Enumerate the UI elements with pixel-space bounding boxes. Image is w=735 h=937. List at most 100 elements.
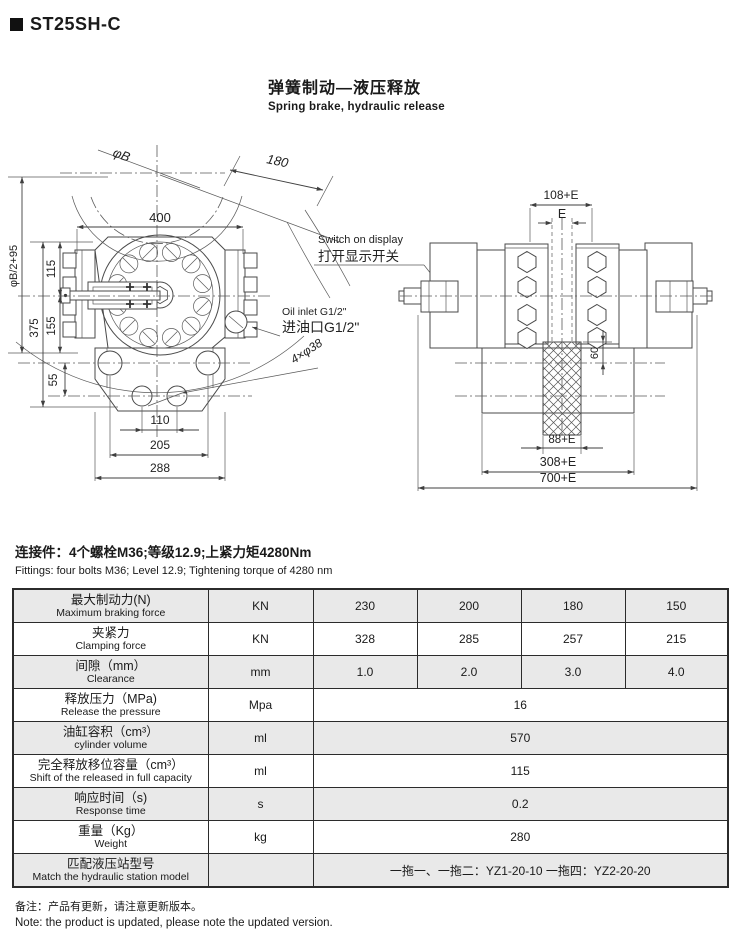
dim-phi-b2-95-label: φB/2+95 bbox=[8, 245, 20, 287]
row-value: 16 bbox=[312, 688, 729, 722]
oil-inlet-label-en: Oil inlet G1/2" bbox=[282, 306, 347, 318]
row-value: 215 bbox=[624, 622, 729, 656]
row-value: 115 bbox=[312, 754, 729, 788]
fittings-note: 连接件：4个螺栓M36;等级12.9;上紧力矩4280Nm Fittings: … bbox=[15, 541, 332, 577]
dim-115: 115 bbox=[46, 241, 63, 296]
oil-inlet-port bbox=[224, 310, 248, 334]
dim-180-label: 180 bbox=[265, 151, 290, 170]
subtitle-cn: 弹簧制动—液压释放 bbox=[268, 80, 422, 97]
dim-400: 400 bbox=[76, 210, 244, 254]
row-value: 257 bbox=[520, 622, 626, 656]
row-label: 完全释放移位容量（cm³）Shift of the released in fu… bbox=[12, 754, 209, 788]
row-value: 0.2 bbox=[312, 787, 729, 821]
row-unit bbox=[207, 853, 314, 888]
dim-phi-b-label: φB bbox=[111, 145, 133, 165]
oil-inlet-label-cn: 进油口G1/2" bbox=[282, 319, 359, 335]
dim-700e: 700+E bbox=[417, 315, 698, 491]
side-view: 108+E E 60 88+ bbox=[398, 188, 714, 491]
dim-110-label: 110 bbox=[150, 413, 169, 427]
row-unit: mm bbox=[207, 655, 314, 689]
row-label: 重量（Kg）Weight bbox=[12, 820, 209, 854]
row-label: 响应时间（s)Response time bbox=[12, 787, 209, 821]
dim-60: 60 bbox=[583, 330, 612, 375]
lever-assembly bbox=[60, 281, 161, 310]
subtitle-block: 弹簧制动—液压释放 Spring brake, hydraulic releas… bbox=[268, 74, 445, 113]
row-unit: ml bbox=[207, 754, 314, 788]
row-value: 285 bbox=[416, 622, 522, 656]
dim-108e: 108+E bbox=[529, 188, 593, 242]
model-title: ST25SH-C bbox=[30, 14, 122, 34]
holes-label: 4×φ38 bbox=[288, 336, 325, 367]
fittings-cn: 连接件：4个螺栓M36;等级12.9;上紧力矩4280Nm bbox=[15, 545, 312, 560]
subtitle-en: Spring brake, hydraulic release bbox=[268, 101, 445, 113]
dim-308e-label: 308+E bbox=[540, 455, 577, 469]
switch-label-cn: 打开显示开关 bbox=[318, 248, 399, 264]
switch-callout: Switch on display 打开显示开关 bbox=[314, 234, 458, 308]
bolt-ring bbox=[108, 243, 212, 347]
row-value: 2.0 bbox=[416, 655, 522, 689]
spec-row: 完全释放移位容量（cm³）Shift of the released in fu… bbox=[12, 754, 729, 788]
dim-e: E bbox=[538, 207, 586, 226]
note-cn: 备注：产品有更新，请注意更新版本。 bbox=[15, 901, 202, 913]
row-unit: kg bbox=[207, 820, 314, 854]
row-label: 油缸容积（cm³）cylinder volume bbox=[12, 721, 209, 755]
release-cylinder-right bbox=[655, 280, 713, 313]
dim-375-label: 375 bbox=[29, 318, 41, 337]
page-title: ST25SH-C bbox=[10, 14, 121, 35]
row-unit: KN bbox=[207, 622, 314, 656]
row-value: 1.0 bbox=[312, 655, 418, 689]
footer-note: 备注：产品有更新，请注意更新版本。 Note: the product is u… bbox=[15, 898, 333, 929]
row-value: 230 bbox=[312, 588, 418, 623]
row-value: 4.0 bbox=[624, 655, 729, 689]
row-value: 570 bbox=[312, 721, 729, 755]
dim-e-label: E bbox=[558, 207, 566, 221]
dim-115-label: 115 bbox=[46, 260, 58, 278]
dim-288: 288 bbox=[94, 412, 226, 481]
row-value: 180 bbox=[520, 588, 626, 623]
dim-55-label: 55 bbox=[48, 374, 60, 387]
dim-180: 180 bbox=[223, 151, 334, 207]
row-unit: Mpa bbox=[207, 688, 314, 722]
dim-155: 155 bbox=[46, 296, 63, 353]
row-value: 150 bbox=[624, 588, 729, 623]
title-bullet-square bbox=[10, 18, 23, 31]
note-en: Note: the product is updated, please not… bbox=[15, 917, 333, 929]
row-value: 280 bbox=[312, 820, 729, 854]
dim-700e-label: 700+E bbox=[540, 471, 577, 485]
front-view: 180 φB 400 φB/2+95 375 bbox=[8, 145, 458, 481]
row-unit: ml bbox=[207, 721, 314, 755]
row-value: 200 bbox=[416, 588, 522, 623]
row-label: 释放压力（MPa)Release the pressure bbox=[12, 688, 209, 722]
row-value: 3.0 bbox=[520, 655, 626, 689]
row-value: 一拖一、一拖二：YZ1-20-10 一拖四：YZ2-20-20 bbox=[312, 853, 729, 888]
row-unit: s bbox=[207, 787, 314, 821]
row-label: 间隙（mm）Clearance bbox=[12, 655, 209, 689]
dim-110: 110 bbox=[120, 407, 199, 433]
dim-155-label: 155 bbox=[46, 316, 58, 335]
dim-308e: 308+E bbox=[481, 414, 635, 475]
dim-88e-label: 88+E bbox=[548, 434, 576, 446]
row-value: 328 bbox=[312, 622, 418, 656]
dim-288-label: 288 bbox=[150, 461, 170, 475]
dim-88e: 88+E bbox=[521, 434, 603, 454]
dim-108e-label: 108+E bbox=[543, 188, 578, 202]
technical-drawing: 180 φB 400 φB/2+95 375 bbox=[8, 145, 714, 491]
dim-55: 55 bbox=[48, 363, 68, 396]
dim-205: 205 bbox=[109, 376, 209, 458]
dim-205-label: 205 bbox=[150, 438, 170, 452]
oil-inlet-callout: Oil inlet G1/2" 进油口G1/2" bbox=[251, 306, 359, 337]
switch-label-en: Switch on display bbox=[318, 234, 403, 246]
fittings-en: Fittings: four bolts M36; Level 12.9; Ti… bbox=[15, 565, 333, 577]
